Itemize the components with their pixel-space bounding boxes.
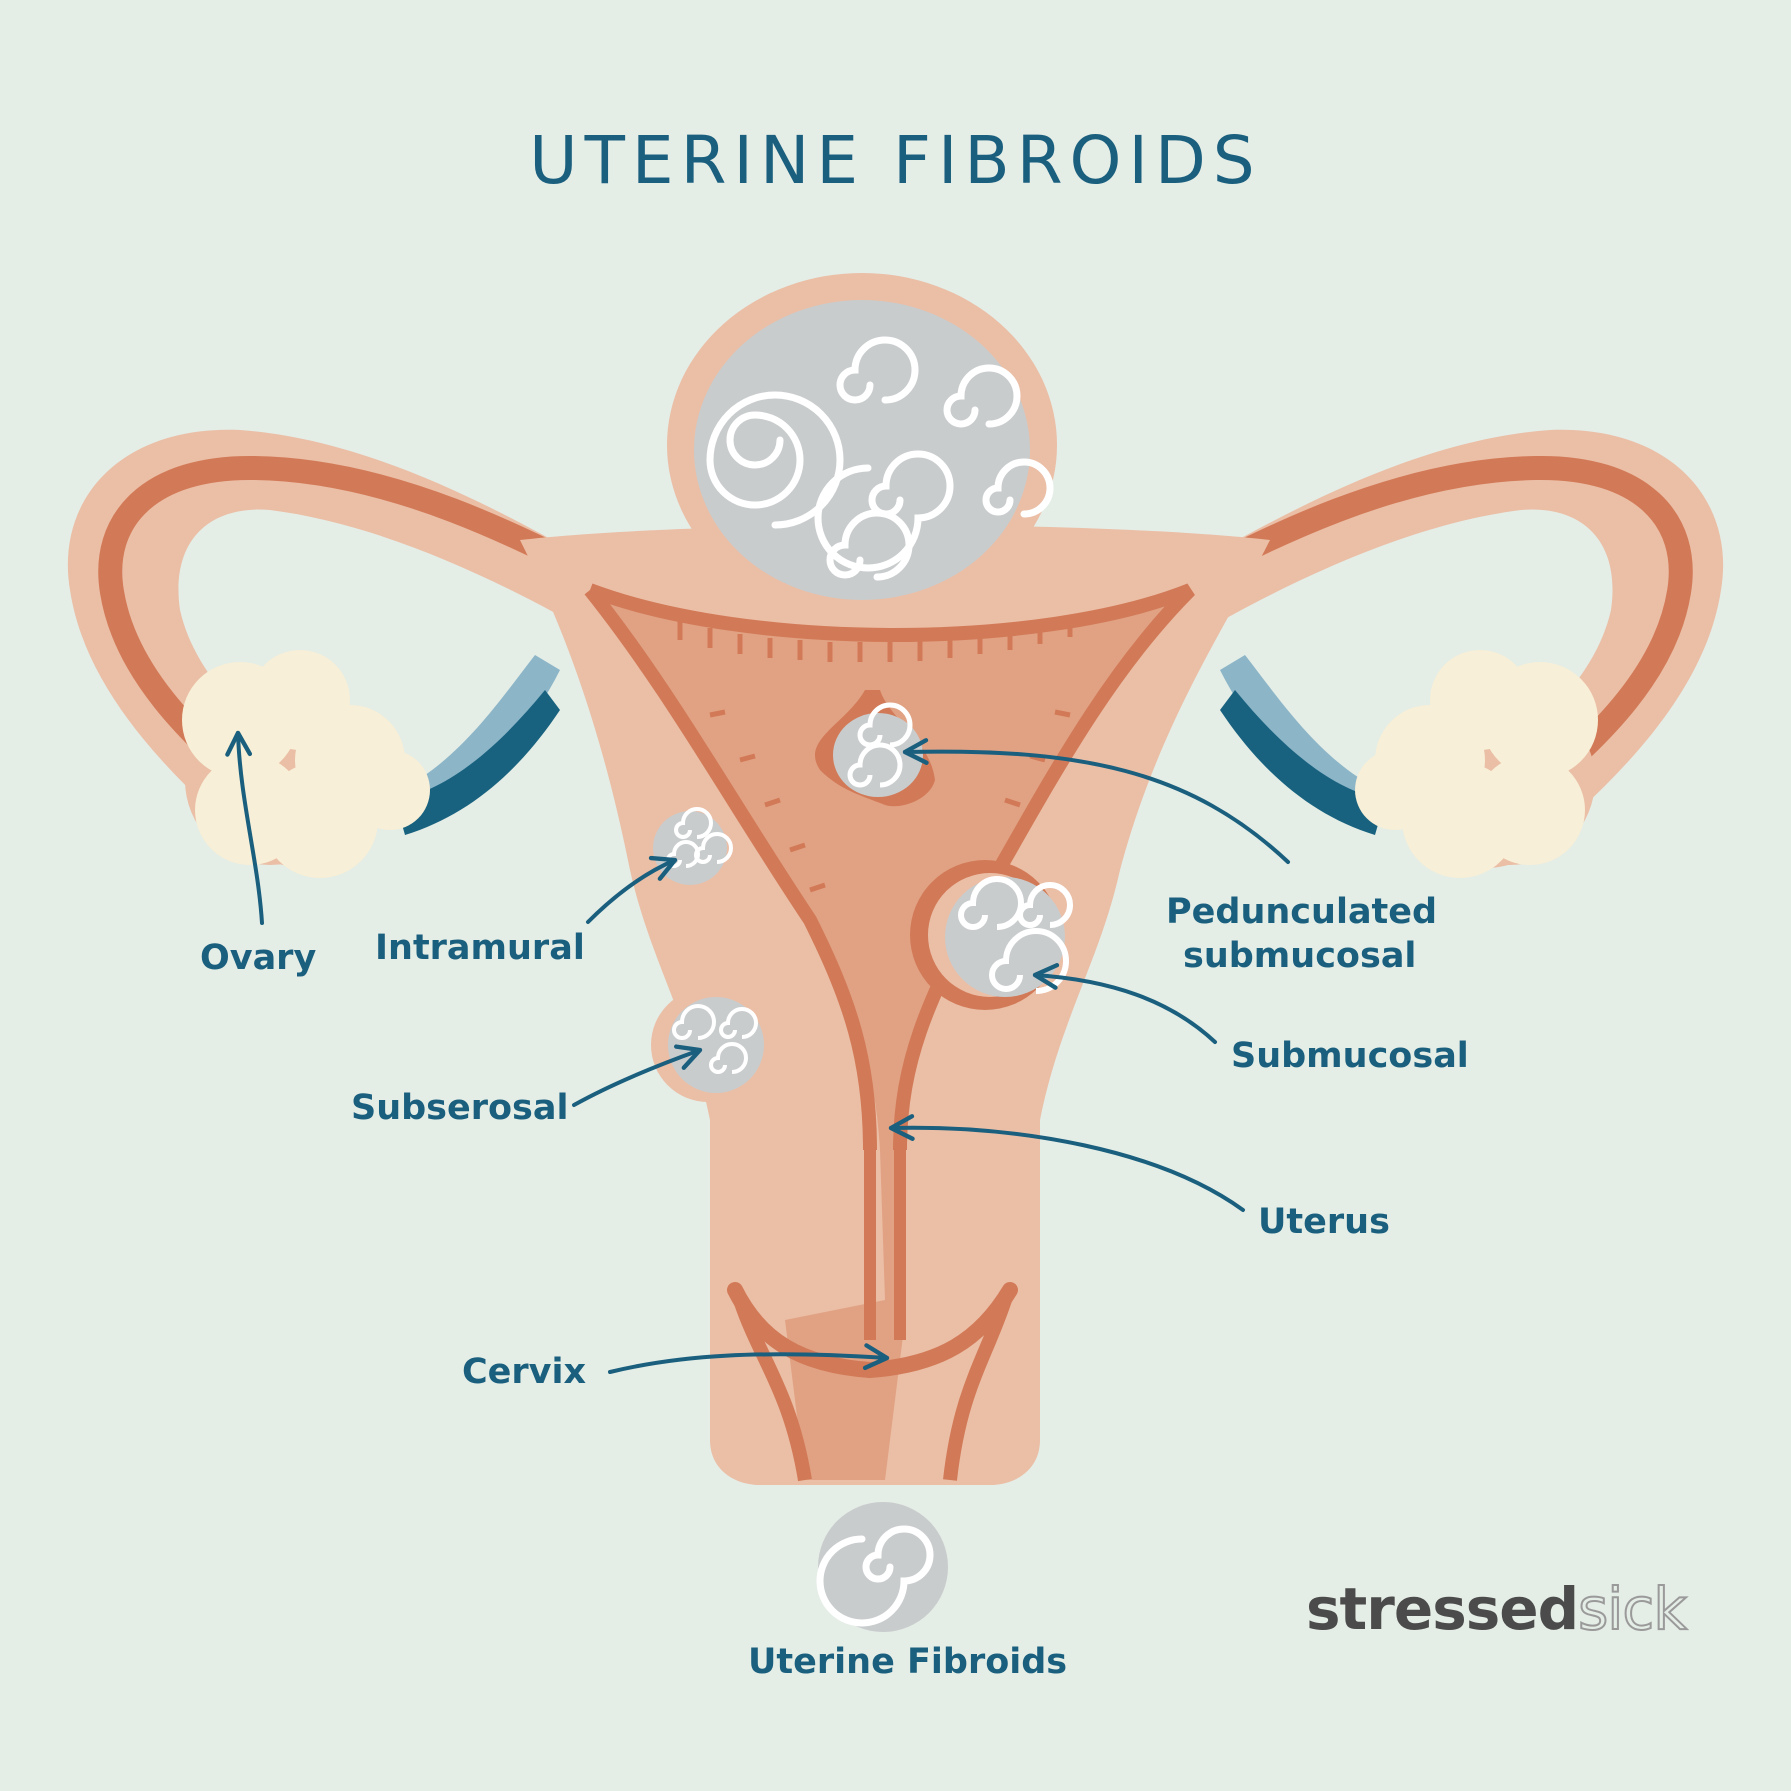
label-pedunculated-line1: Pedunculated: [1166, 892, 1438, 932]
label-arrows: [225, 730, 1290, 1374]
ovarian-ligament-right: [1220, 655, 1385, 835]
fibroid-subserosal: [651, 988, 765, 1102]
arrow-intramural: [586, 855, 678, 924]
arrow-ovary: [225, 730, 264, 925]
label-pedunculated-line2: submucosal: [1183, 936, 1417, 976]
label-submucosal: Submucosal: [1231, 1036, 1469, 1076]
fibroid-top-large: [667, 273, 1057, 617]
ovarian-ligament-left: [395, 655, 560, 835]
label-cervix: Cervix: [462, 1352, 587, 1392]
ovary-left: [182, 650, 430, 878]
label-uterus: Uterus: [1258, 1202, 1390, 1242]
arrow-subserosal: [572, 1044, 703, 1107]
legend-label: Uterine Fibroids: [748, 1642, 1068, 1682]
label-subserosal: Subserosal: [351, 1088, 569, 1128]
brand-logo: stressedsick: [1306, 1574, 1688, 1644]
arrow-uterus: [888, 1114, 1245, 1212]
diagram-title: UTERINE FIBROIDS: [529, 122, 1262, 199]
arrow-submucosal: [1032, 963, 1217, 1044]
legend-fibroid-icon: [816, 1502, 948, 1632]
label-intramural: Intramural: [375, 928, 585, 968]
arrow-pedunculated: [902, 738, 1290, 864]
brand-logo-part2: sick: [1577, 1574, 1688, 1644]
ovary-right: [1355, 650, 1598, 878]
brand-logo-part1: stressed: [1306, 1575, 1579, 1643]
label-ovary: Ovary: [200, 938, 317, 978]
fibroid-submucosal: [910, 860, 1073, 1010]
fibroid-pedunculated: [814, 690, 935, 807]
arrow-cervix: [608, 1343, 890, 1374]
